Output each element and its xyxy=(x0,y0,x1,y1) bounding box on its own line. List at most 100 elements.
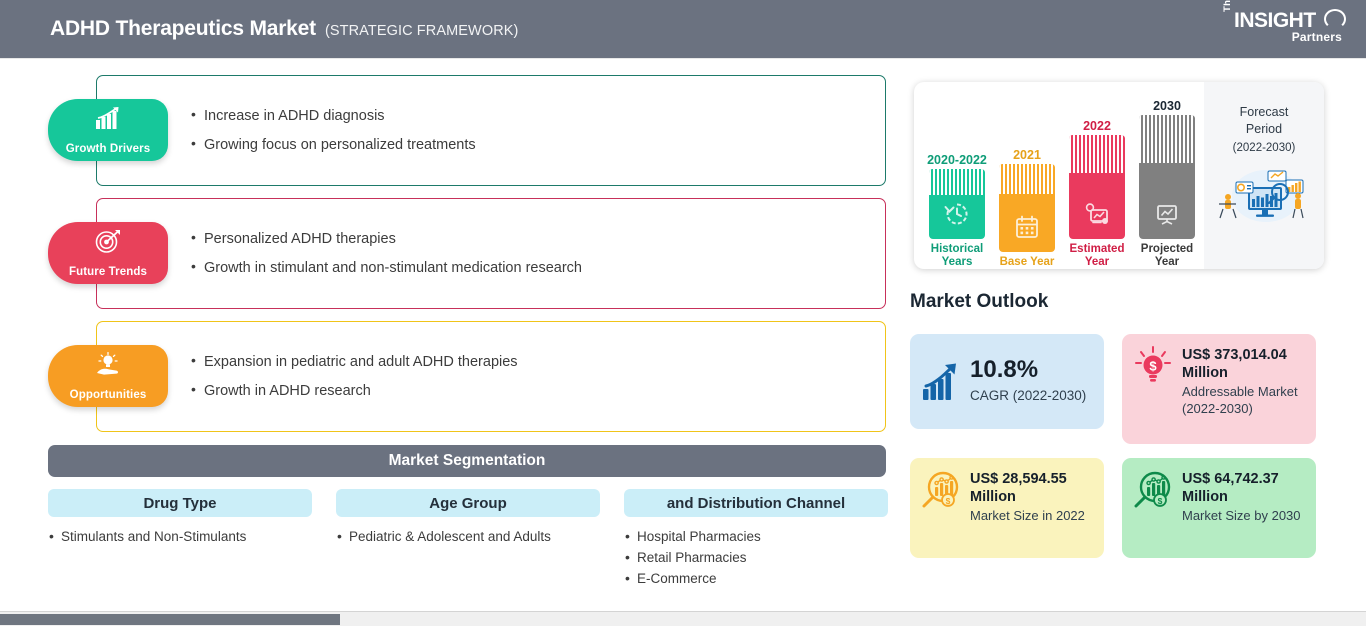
timeline-bar-projected: 2030 Pr xyxy=(1134,99,1200,269)
bar-year-label: 2020-2022 xyxy=(927,152,987,167)
forecast-label-line1: Forecast xyxy=(1239,105,1289,119)
list-item: Pediatric & Adolescent and Adults xyxy=(336,526,600,548)
addressable-market-value: US$ 373,014.04 Million xyxy=(1182,347,1287,382)
svg-text:$: $ xyxy=(1158,496,1163,506)
market-outlook-title: Market Outlook xyxy=(910,291,1049,312)
analytics-gear-icon xyxy=(1084,201,1110,227)
page-header: ADHD Therapeutics Market (STRATEGIC FRAM… xyxy=(0,0,1366,58)
magnifier-dollar-bars-icon: $ xyxy=(921,470,961,512)
segment-item-list: Hospital Pharmacies Retail Pharmacies E-… xyxy=(624,526,888,590)
segment-title-pill[interactable]: Drug Type xyxy=(48,489,312,517)
market-segmentation-header: Market Segmentation xyxy=(48,445,886,477)
study-period-timeline-chart: 2020-2022 Historical Years xyxy=(914,82,1324,269)
bullet-list-opportunities: Expansion in pediatric and adult ADHD th… xyxy=(191,322,871,431)
segment-item-list: Pediatric & Adolescent and Adults xyxy=(336,526,600,548)
bar-caption: Estimated Year xyxy=(1069,242,1125,268)
brand-logo[interactable]: The INSIGHT Partners xyxy=(1220,0,1350,52)
card-text: US$ 28,594.55 Million Market Size in 202… xyxy=(970,470,1093,525)
bar-caption: Base Year xyxy=(999,255,1055,268)
forecast-period-panel: Forecast Period (2022-2030) xyxy=(1204,82,1324,269)
scrollbar-thumb[interactable] xyxy=(0,614,340,625)
growth-bar-chart-icon xyxy=(921,361,961,403)
logo-insight-text: INSIGHT xyxy=(1234,9,1316,32)
clock-history-icon xyxy=(944,201,970,227)
forecast-label-line2: Period xyxy=(1245,121,1283,136)
pill-label: Opportunities xyxy=(69,389,147,401)
pill-growth-drivers[interactable]: Growth Drivers xyxy=(48,99,168,161)
card-text: US$ 64,742.37 Million Market Size by 203… xyxy=(1182,470,1305,525)
forecast-range: (2022-2030) xyxy=(1232,141,1296,154)
segmentation-title: Market Segmentation xyxy=(388,452,546,469)
section-box-future-trends: Personalized ADHD therapies Growth in st… xyxy=(96,198,886,309)
lightbulb-hand-icon xyxy=(94,352,122,377)
bar-shape xyxy=(929,168,985,239)
content-area: Increase in ADHD diagnosis Growing focus… xyxy=(0,58,1366,611)
market-size-2030-value: US$ 64,742.37 Million xyxy=(1182,471,1279,506)
presentation-chart-icon xyxy=(1154,201,1180,227)
outlook-cards: 10.8% CAGR (2022-2030) xyxy=(910,334,1330,572)
magnifier-dollar-bars-icon: $ xyxy=(1133,470,1173,512)
header-title-group: ADHD Therapeutics Market (STRATEGIC FRAM… xyxy=(50,17,518,41)
list-item: Stimulants and Non-Stimulants xyxy=(48,526,312,548)
outlook-card-market-size-2030: $ US$ 64,742.37 Million Market Size by 2… xyxy=(1122,458,1316,558)
bullet-item: Growth in stimulant and non-stimulant me… xyxy=(191,258,871,277)
card-text: 10.8% CAGR (2022-2030) xyxy=(970,358,1093,405)
segment-title: Drug Type xyxy=(143,494,217,512)
bar-year-label: 2030 xyxy=(1153,98,1181,113)
logo-partners-text: Partners xyxy=(1291,30,1342,44)
list-item: Retail Pharmacies xyxy=(624,547,888,569)
bullet-list-future-trends: Personalized ADHD therapies Growth in st… xyxy=(191,199,871,308)
page-title: ADHD Therapeutics Market xyxy=(50,17,316,40)
cagr-value: 10.8% xyxy=(970,356,1039,384)
outlook-card-row: 10.8% CAGR (2022-2030) xyxy=(910,334,1330,444)
bullet-item: Increase in ADHD diagnosis xyxy=(191,106,871,125)
market-size-2022-value: US$ 28,594.55 Million xyxy=(970,471,1067,506)
timeline-bar-historical: 2020-2022 Historical Years xyxy=(924,153,990,269)
bar-caption: Historical Years xyxy=(930,242,984,268)
logo-swoosh-icon xyxy=(1324,9,1346,29)
pill-opportunities[interactable]: Opportunities xyxy=(48,345,168,407)
bar-chart-arrow-icon xyxy=(94,106,122,131)
section-box-growth-drivers: Increase in ADHD diagnosis Growing focus… xyxy=(96,75,886,186)
segment-title-pill[interactable]: and Distribution Channel xyxy=(624,489,888,517)
framework-column: Increase in ADHD diagnosis Growing focus… xyxy=(0,59,900,612)
calendar-icon xyxy=(1014,214,1040,240)
section-box-opportunities: Expansion in pediatric and adult ADHD th… xyxy=(96,321,886,432)
pill-label: Growth Drivers xyxy=(65,143,151,155)
bar-shape xyxy=(1069,134,1125,239)
segment-title: Age Group xyxy=(429,494,507,512)
svg-text:$: $ xyxy=(946,496,951,506)
bar-shape xyxy=(999,163,1055,252)
horizontal-scrollbar[interactable] xyxy=(0,611,1366,626)
bar-year-label: 2021 xyxy=(1013,147,1041,162)
timeline-bar-estimated: 2022 xyxy=(1064,119,1130,269)
market-size-2030-label: Market Size by 2030 xyxy=(1182,508,1301,524)
lightbulb-dollar-icon: $ xyxy=(1133,346,1173,388)
cagr-label: CAGR (2022-2030) xyxy=(970,388,1087,404)
bar-caption: Projected Year xyxy=(1140,242,1194,268)
bullet-item: Growing focus on personalized treatments xyxy=(191,135,871,154)
metrics-column: 2020-2022 Historical Years xyxy=(900,59,1366,612)
pill-future-trends[interactable]: Future Trends xyxy=(48,222,168,284)
page-subtitle: (STRATEGIC FRAMEWORK) xyxy=(324,23,519,39)
bar-shape xyxy=(1139,114,1195,239)
segmentation-column-distribution-channel: and Distribution Channel Hospital Pharma… xyxy=(624,489,888,590)
bullet-list-growth-drivers: Increase in ADHD diagnosis Growing focus… xyxy=(191,76,871,185)
pill-label: Future Trends xyxy=(69,266,147,278)
segment-title-pill[interactable]: Age Group xyxy=(336,489,600,517)
segment-item-list: Stimulants and Non-Stimulants xyxy=(48,526,312,548)
segmentation-columns: Drug Type Stimulants and Non-Stimulants … xyxy=(48,489,888,590)
logo-the-text: The xyxy=(1222,0,1233,12)
bar-year-label: 2022 xyxy=(1083,118,1111,133)
data-analysis-illustration xyxy=(1214,164,1314,226)
outlook-card-row: $ US$ 28,594.55 Million Market Size in 2… xyxy=(910,458,1330,558)
market-size-2022-label: Market Size in 2022 xyxy=(970,508,1085,524)
svg-text:$: $ xyxy=(1149,359,1157,374)
card-text: US$ 373,014.04 Million Addressable Marke… xyxy=(1182,346,1305,418)
bullet-item: Expansion in pediatric and adult ADHD th… xyxy=(191,352,871,371)
list-item: E-Commerce xyxy=(624,568,888,590)
list-item: Hospital Pharmacies xyxy=(624,526,888,548)
outlook-card-market-size-2022: $ US$ 28,594.55 Million Market Size in 2… xyxy=(910,458,1104,558)
segment-title: and Distribution Channel xyxy=(666,494,846,512)
